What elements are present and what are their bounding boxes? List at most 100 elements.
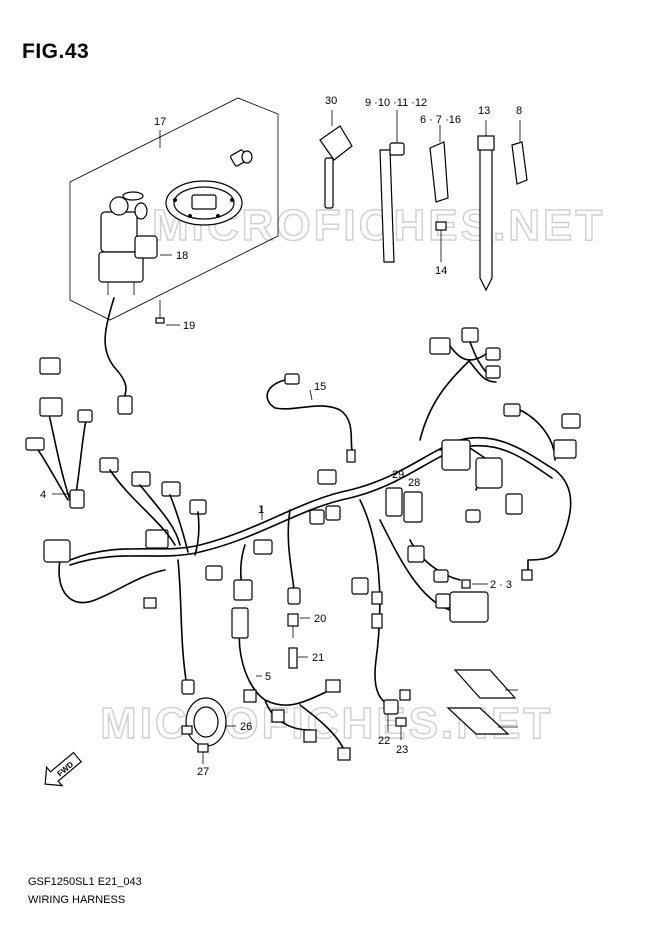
callout-20: 20 (314, 613, 326, 625)
screw-23 (395, 717, 407, 740)
branch-22 (359, 499, 396, 706)
callout-14: 14 (435, 265, 447, 277)
sub-harness-conn-e (325, 679, 341, 693)
sensor-connector-15 (284, 373, 300, 385)
callout-18: 18 (176, 250, 188, 262)
connector-mid-1 (99, 457, 119, 473)
callout-19: 19 (183, 320, 195, 332)
sensor-20 (287, 613, 310, 638)
clamp-band-9-12 (379, 110, 405, 263)
forward-direction-arrow: FWD (44, 751, 83, 787)
connector-right-1 (503, 403, 521, 417)
sensor-branch-20 (287, 509, 295, 591)
diagram-code: GSF1250SL1 E21_043 (28, 876, 142, 888)
relay-block (441, 439, 471, 471)
callout-13: 13 (478, 105, 490, 117)
connector-left-3 (77, 409, 93, 423)
upper-branch-wires (449, 341, 497, 383)
fuse-connector-a (407, 545, 425, 563)
connector-mid-2 (131, 471, 151, 487)
fuse-2-3 (461, 579, 471, 589)
clamp-6-7-16 (429, 125, 449, 203)
diagram-name: WIRING HARNESS (28, 894, 126, 906)
connector-near-relay (465, 509, 481, 523)
connector-right-5 (521, 569, 533, 581)
figure-title: FIG.43 (22, 40, 90, 63)
sub-harness-conn-a (243, 689, 257, 703)
relay-block-2 (475, 457, 503, 489)
connector-22-b (371, 591, 383, 605)
bolt-25 (197, 743, 209, 764)
connector-22-c (371, 613, 383, 629)
relay-26 (403, 491, 423, 523)
connector-right-3 (553, 439, 577, 459)
connector-right-4 (505, 493, 523, 515)
connector-left-2 (39, 397, 63, 417)
callout-25: 27 (197, 766, 209, 778)
connector-upper-1 (429, 337, 451, 355)
callout-6-7-16: 6 · 7 ·16 (420, 114, 461, 126)
connector-near-1-c (317, 469, 337, 485)
ignition-switch (98, 191, 158, 295)
label-plate-30 (446, 707, 510, 735)
connector-left-5 (69, 489, 85, 509)
sensor-20-connector (287, 587, 301, 605)
relay-27 (385, 487, 403, 517)
main-harness-trunk-2 (69, 444, 553, 566)
callout-21: 21 (312, 652, 324, 664)
connector-left-7 (143, 597, 157, 609)
switch-22 (383, 689, 411, 732)
callout-26: 28 (408, 477, 420, 489)
clamp-8 (511, 120, 528, 185)
callout-8: 8 (516, 105, 522, 117)
center-branch (239, 544, 246, 586)
callout-9-12: 9 ·10 ·11 ·12 (365, 97, 427, 109)
callout-28: 30 (325, 95, 337, 107)
sensor-terminal-15 (346, 449, 356, 463)
left-lower-wire (58, 559, 166, 604)
callout-23: 23 (396, 744, 408, 756)
horn-24 (181, 697, 236, 747)
main-harness-trunk (69, 436, 572, 561)
callout-24: 26 (240, 721, 252, 733)
callout-17: 17 (154, 116, 166, 128)
callout-4: 4 (40, 489, 46, 501)
branch-upper-right (419, 359, 471, 441)
callout-15: 15 (314, 381, 326, 393)
sub-harness-conn-c (303, 729, 317, 743)
connector-mid-3 (161, 481, 181, 497)
middle-branch-wires (109, 469, 200, 556)
connector-mid-5 (145, 529, 169, 549)
callout-5: 5 (265, 671, 271, 683)
leader-15 (309, 389, 313, 401)
connector-upper-2 (461, 327, 479, 343)
connector-near-1-a (309, 509, 325, 525)
fuse-connector-b (433, 569, 449, 583)
key-28 (319, 110, 353, 209)
pipe-21 (288, 647, 308, 669)
connector-upper-4 (485, 365, 501, 379)
connector-upper-3 (485, 347, 501, 361)
connector-22-a (351, 577, 369, 595)
sub-harness-conn-b (271, 709, 285, 723)
seat-lock (230, 149, 253, 167)
sensor-lead-15 (266, 379, 353, 451)
ignition-lead (104, 297, 127, 399)
connector-left-1 (39, 357, 61, 375)
callout-2-3: 2 · 3 (490, 579, 512, 591)
connector-mid-6 (205, 565, 223, 581)
cable-tie-13 (477, 120, 495, 292)
connector-left-6 (43, 539, 71, 563)
connector-left-4 (25, 437, 45, 451)
horn-connector (181, 679, 195, 695)
connector-right-2 (561, 413, 581, 429)
ignition-connector (117, 395, 133, 415)
center-connector (233, 579, 253, 601)
label-plate-29 (453, 669, 517, 699)
sub-harness-connector (231, 607, 249, 639)
fuse-box (449, 591, 489, 623)
fuse-connector-c (435, 593, 451, 609)
branch-right-down (527, 544, 561, 571)
